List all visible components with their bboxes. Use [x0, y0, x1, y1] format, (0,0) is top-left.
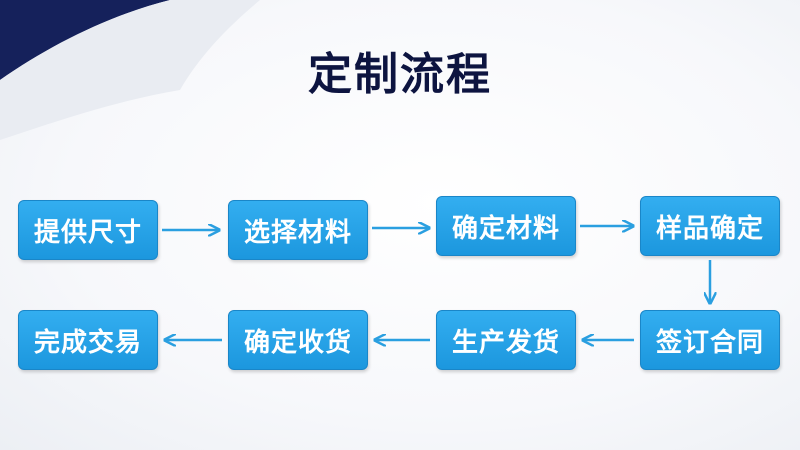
step-complete-transaction: 完成交易 [18, 310, 158, 370]
step-choose-material: 选择材料 [228, 200, 368, 260]
step-provide-size: 提供尺寸 [18, 200, 158, 260]
step-sample-confirm: 样品确定 [640, 196, 780, 256]
step-production-shipping: 生产发货 [436, 310, 576, 370]
step-confirm-material: 确定材料 [436, 196, 576, 256]
step-sign-contract: 签订合同 [640, 310, 780, 370]
step-confirm-receipt: 确定收货 [228, 310, 368, 370]
page-title: 定制流程 [308, 49, 492, 100]
